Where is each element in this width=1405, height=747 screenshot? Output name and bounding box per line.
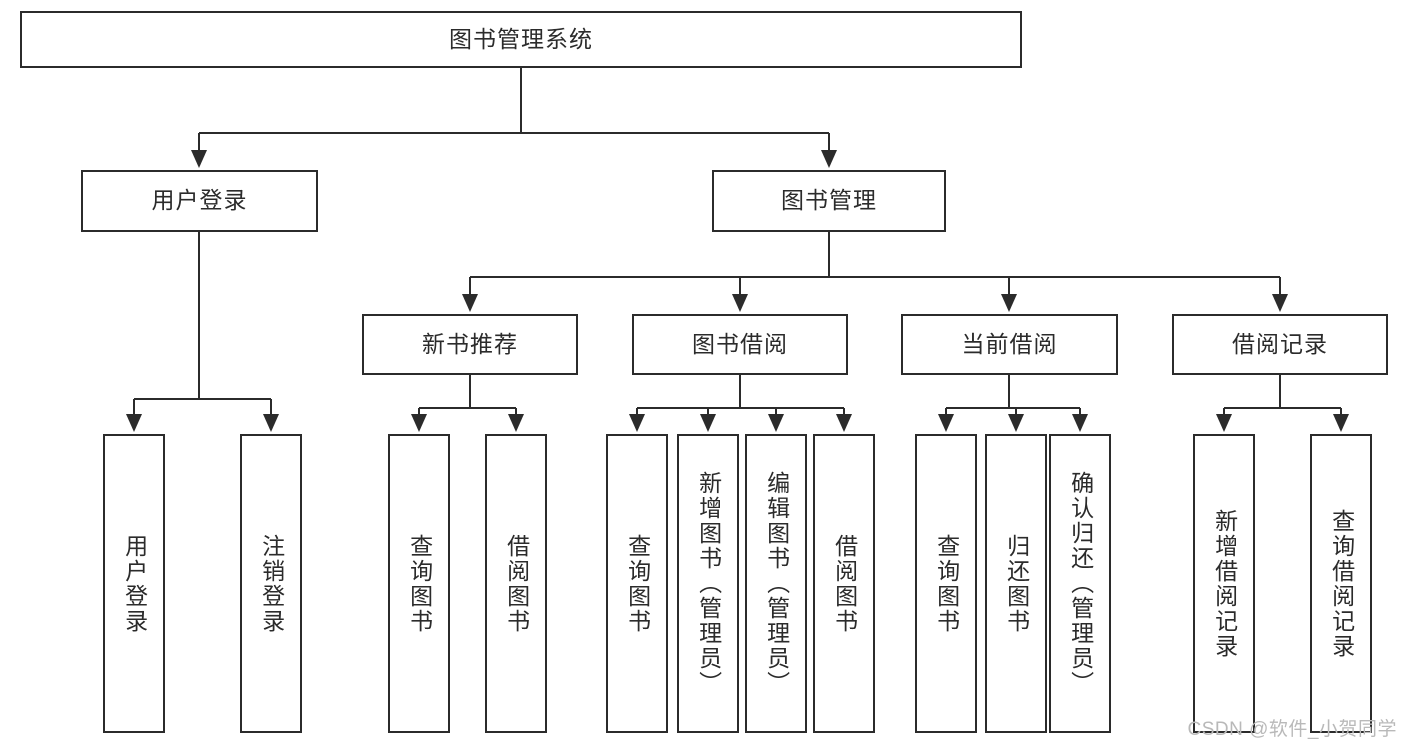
node-label: 借阅记录 xyxy=(1232,330,1328,357)
connector-book-manage-to-new-book-recommend xyxy=(462,232,831,312)
node-leaf-leaf-add-book-admin[interactable]: 新增图书（管理员） xyxy=(677,434,739,733)
connector-book-borrow-to-leaf-edit-book-admin xyxy=(738,375,784,432)
node-label: 借阅图书 xyxy=(831,533,858,634)
node-leaf-leaf-query-book-1[interactable]: 查询图书 xyxy=(388,434,450,733)
node-level3-borrow-record[interactable]: 借阅记录 xyxy=(1172,314,1388,375)
node-level2-user-login[interactable]: 用户登录 xyxy=(81,170,318,232)
connector-book-borrow-to-leaf-query-book-2 xyxy=(629,375,742,432)
connector-borrow-record-to-leaf-add-borrow-record xyxy=(1216,375,1282,432)
connector-root-to-user-login xyxy=(191,68,523,168)
node-leaf-leaf-borrow-book-2[interactable]: 借阅图书 xyxy=(813,434,875,733)
connector-root-to-book-manage xyxy=(519,68,837,168)
node-label: 图书借阅 xyxy=(692,330,788,357)
node-label: 用户登录 xyxy=(151,187,248,214)
connector-new-book-recommend-to-leaf-query-book-1 xyxy=(411,375,472,432)
node-leaf-leaf-user-login[interactable]: 用户登录 xyxy=(103,434,165,733)
node-label: 查询图书 xyxy=(406,533,433,634)
connector-book-manage-to-book-borrow xyxy=(732,232,831,312)
node-leaf-leaf-query-book-3[interactable]: 查询图书 xyxy=(915,434,977,733)
node-label: 用户登录 xyxy=(121,533,148,634)
connector-book-manage-to-borrow-record xyxy=(827,232,1288,312)
node-label: 当前借阅 xyxy=(961,330,1058,357)
node-label: 新增图书（管理员） xyxy=(695,471,722,696)
node-label: 查询借阅记录 xyxy=(1328,508,1355,659)
node-label: 确认归还（管理员） xyxy=(1067,471,1094,696)
node-level3-new-book-recommend[interactable]: 新书推荐 xyxy=(362,314,578,375)
node-leaf-leaf-borrow-book-1[interactable]: 借阅图书 xyxy=(485,434,547,733)
node-leaf-leaf-user-logout[interactable]: 注销登录 xyxy=(240,434,302,733)
connector-book-manage-to-current-borrow xyxy=(827,232,1017,312)
connector-current-borrow-to-leaf-confirm-return-admin xyxy=(1007,375,1088,432)
connector-user-login-to-leaf-user-logout xyxy=(197,232,279,432)
node-leaf-leaf-return-book[interactable]: 归还图书 xyxy=(985,434,1047,733)
connector-new-book-recommend-to-leaf-borrow-book-1 xyxy=(468,375,524,432)
node-leaf-leaf-confirm-return-admin[interactable]: 确认归还（管理员） xyxy=(1049,434,1111,733)
node-root-root[interactable]: 图书管理系统 xyxy=(20,11,1022,68)
node-leaf-leaf-edit-book-admin[interactable]: 编辑图书（管理员） xyxy=(745,434,807,733)
node-level3-current-borrow[interactable]: 当前借阅 xyxy=(901,314,1118,375)
connector-current-borrow-to-leaf-query-book-3 xyxy=(938,375,1011,432)
node-label: 新增借阅记录 xyxy=(1211,508,1238,659)
node-label: 编辑图书（管理员） xyxy=(763,471,790,696)
node-label: 图书管理系统 xyxy=(449,25,593,52)
node-leaf-leaf-add-borrow-record[interactable]: 新增借阅记录 xyxy=(1193,434,1255,733)
node-level2-book-manage[interactable]: 图书管理 xyxy=(712,170,946,232)
watermark-text: CSDN @软件_小贺同学 xyxy=(1187,719,1397,740)
connector-book-borrow-to-leaf-borrow-book-2 xyxy=(738,375,852,432)
node-level3-book-borrow[interactable]: 图书借阅 xyxy=(632,314,848,375)
node-label: 图书管理 xyxy=(781,187,877,214)
connector-borrow-record-to-leaf-query-borrow-record xyxy=(1278,375,1349,432)
node-label: 归还图书 xyxy=(1003,533,1030,634)
connector-user-login-to-leaf-user-login xyxy=(126,232,201,432)
node-label: 新书推荐 xyxy=(422,330,518,357)
connector-book-borrow-to-leaf-add-book-admin xyxy=(700,375,742,432)
connector-current-borrow-to-leaf-return-book xyxy=(1007,375,1024,432)
node-leaf-leaf-query-borrow-record[interactable]: 查询借阅记录 xyxy=(1310,434,1372,733)
node-leaf-leaf-query-book-2[interactable]: 查询图书 xyxy=(606,434,668,733)
node-label: 注销登录 xyxy=(258,533,285,634)
node-label: 借阅图书 xyxy=(503,533,530,634)
node-label: 查询图书 xyxy=(933,533,960,634)
node-label: 查询图书 xyxy=(624,533,651,634)
